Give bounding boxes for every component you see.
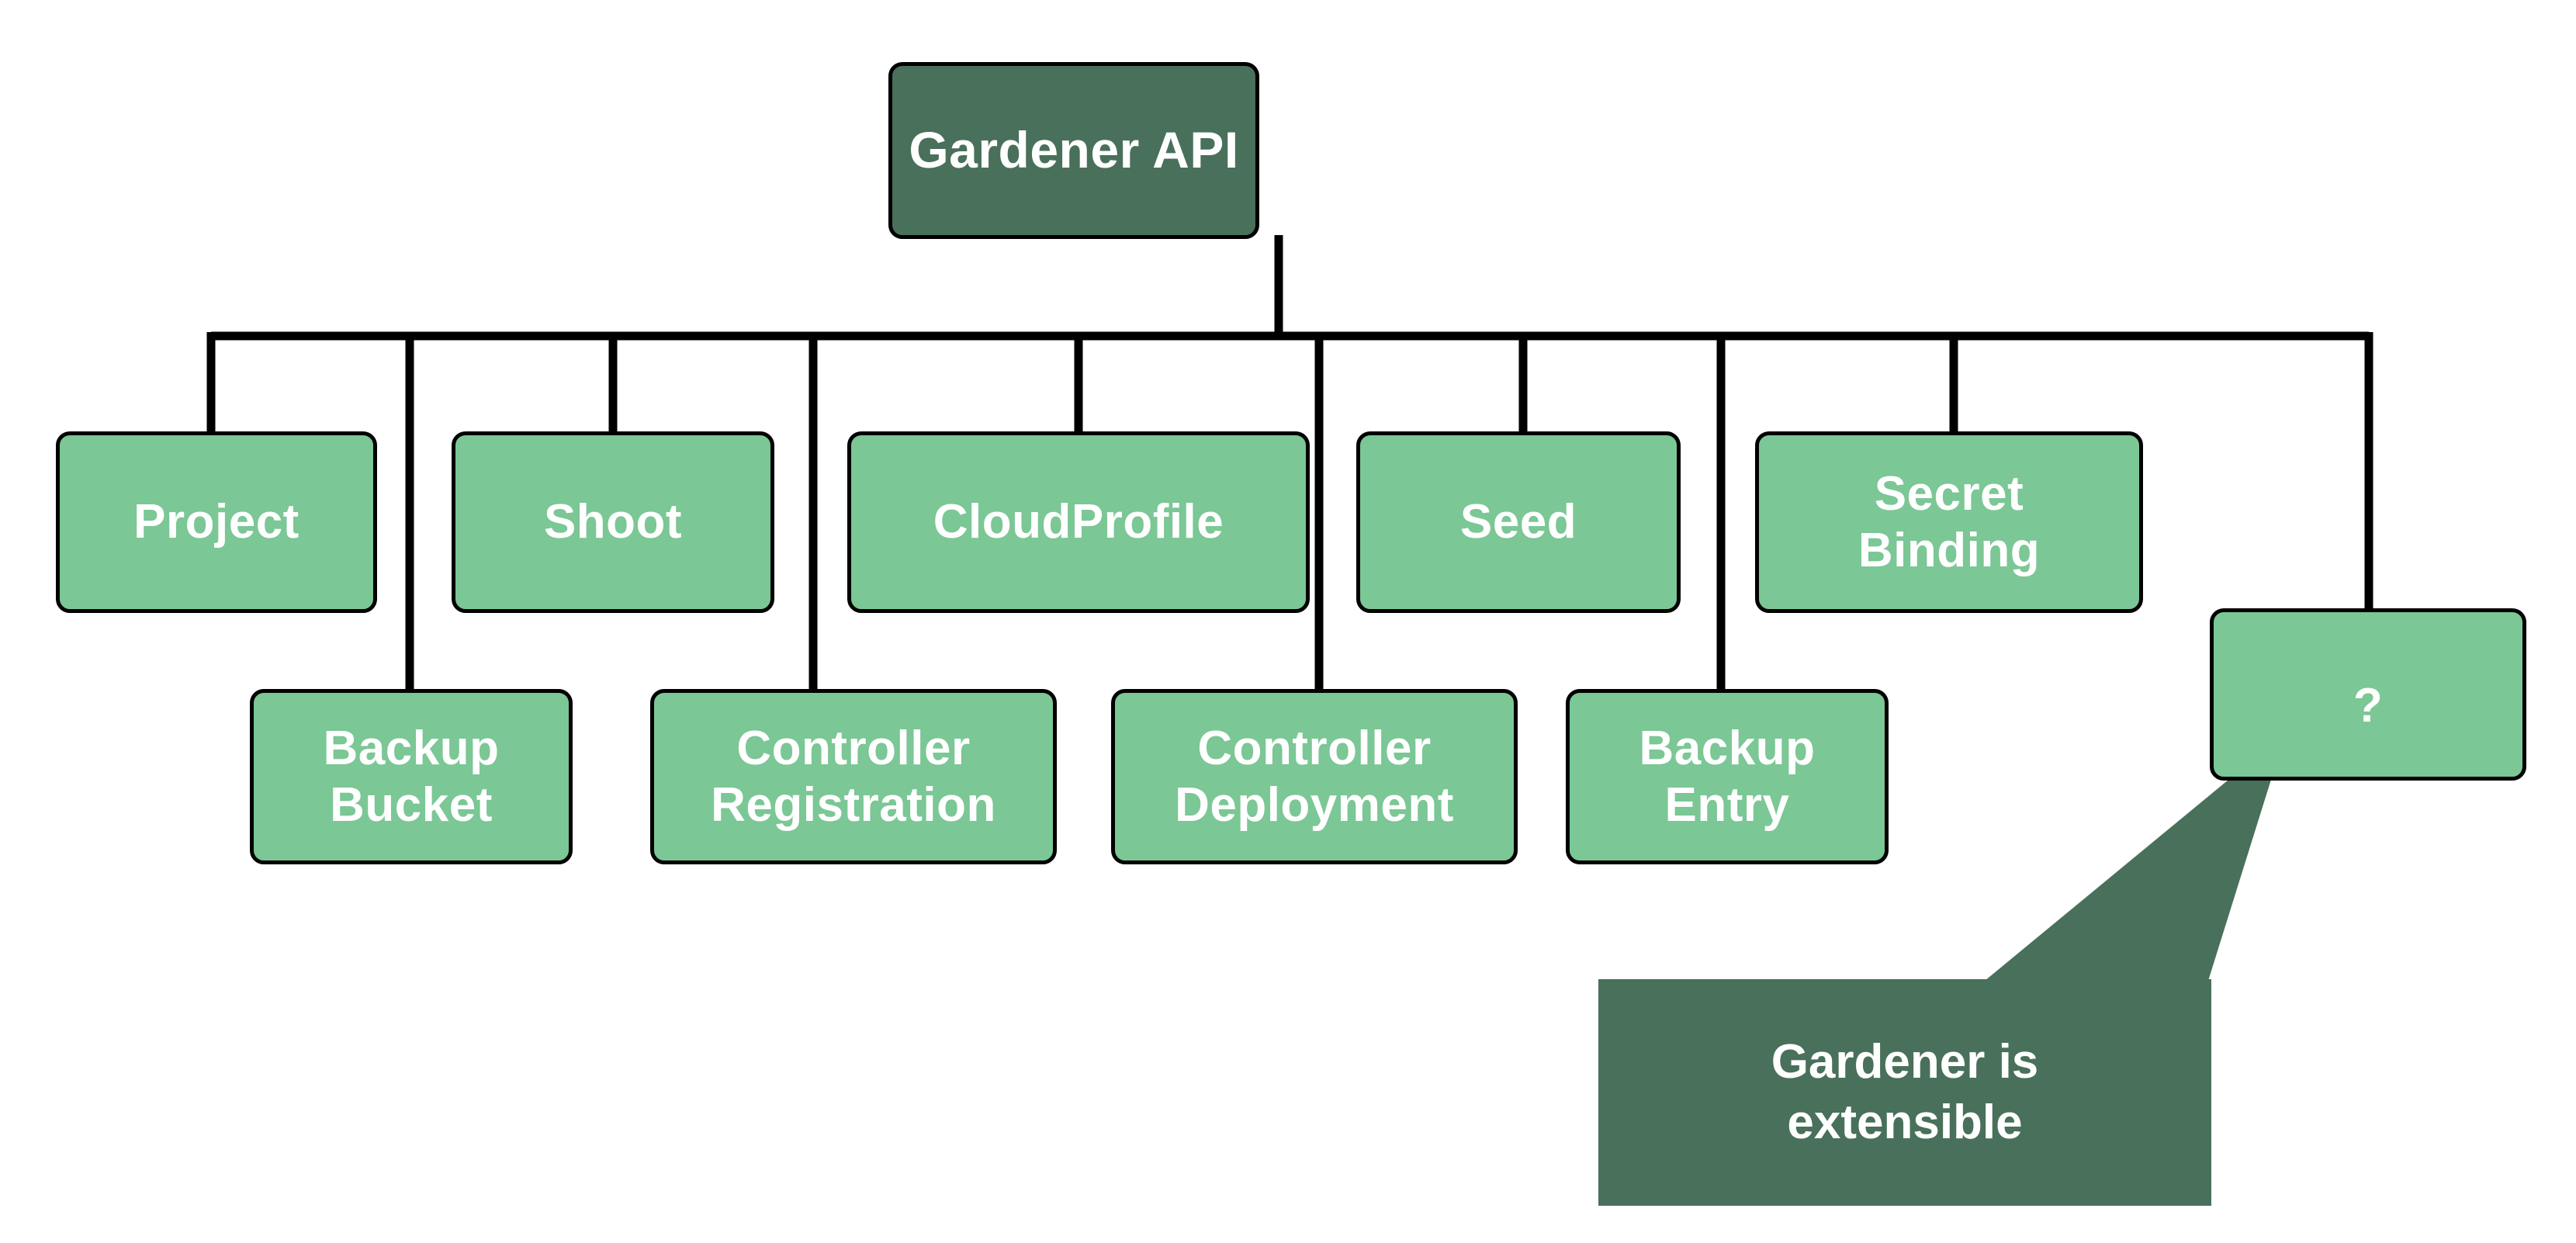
node-label-line1: Backup [323, 721, 500, 775]
node-label-line2: Bucket [330, 778, 493, 832]
callout-gardener-extensible: Gardener is extensible [1598, 979, 2211, 1206]
node-backupbucket[interactable]: Backup Bucket [250, 689, 573, 864]
node-label: ? [2353, 679, 2384, 732]
node-label-line2: Registration [711, 778, 996, 832]
node-label-line1: Secret [1874, 466, 2024, 521]
node-label-line1: Backup [1639, 721, 1816, 775]
node-gardener-api[interactable]: Gardener API [888, 62, 1259, 239]
node-label-line2: Entry [1664, 778, 1790, 832]
node-label: Project [133, 495, 299, 549]
node-label: Gardener API [909, 121, 1239, 179]
node-secretbinding[interactable]: Secret Binding [1755, 431, 2143, 613]
node-unknown-extension[interactable]: ? [2210, 608, 2526, 781]
node-label-line1: Controller [736, 721, 971, 775]
node-seed[interactable]: Seed [1356, 431, 1681, 613]
node-label: CloudProfile [933, 495, 1224, 549]
node-label-line1: Controller [1197, 721, 1432, 775]
node-controllerdeployment[interactable]: Controller Deployment [1111, 689, 1518, 864]
node-label: Shoot [543, 495, 683, 549]
node-label-line2: Binding [1858, 524, 2041, 577]
node-backupentry[interactable]: Backup Entry [1566, 689, 1889, 864]
node-label: Seed [1459, 495, 1577, 549]
node-cloudprofile[interactable]: CloudProfile [847, 431, 1310, 613]
callout-line-1: Gardener is [1771, 1035, 2039, 1089]
node-label-line2: Deployment [1175, 778, 1454, 832]
node-controllerregistration[interactable]: Controller Registration [650, 689, 1057, 864]
node-shoot[interactable]: Shoot [452, 431, 774, 613]
node-project[interactable]: Project [56, 431, 377, 613]
callout-line-2: extensible [1787, 1096, 2023, 1149]
